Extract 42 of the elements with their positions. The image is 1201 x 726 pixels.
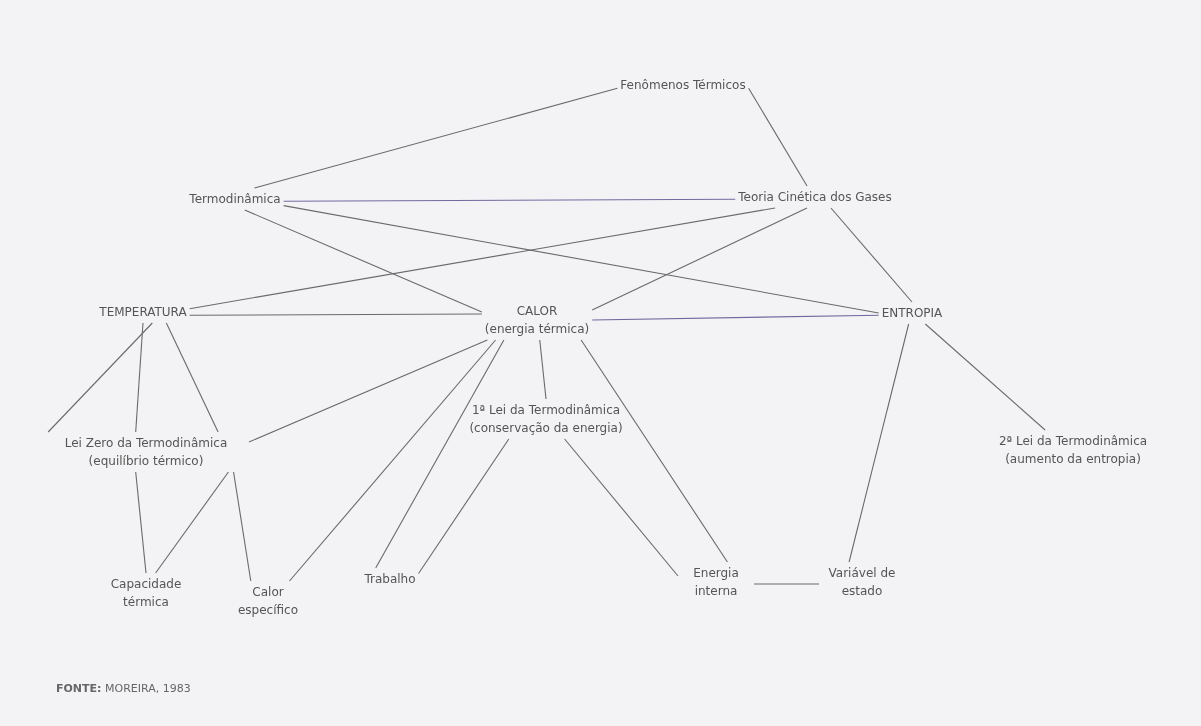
concept-label: Variável de estado: [827, 565, 897, 600]
connector-line: [47, 322, 153, 433]
connector-line: [253, 87, 618, 189]
concept-label: Capacidade térmica: [109, 576, 183, 611]
connector-line: [135, 471, 147, 574]
concept-label: Fenômenos Térmicos: [620, 77, 746, 94]
connector-line: [580, 339, 728, 563]
concept-label: Teoria Cinética dos Gases: [738, 189, 892, 206]
connector-line: [248, 339, 488, 443]
connector-line: [375, 339, 505, 569]
concept-label: Termodinâmica: [189, 191, 281, 208]
connector-line: [539, 339, 547, 400]
connector-line: [591, 207, 808, 311]
connector-line: [753, 583, 820, 585]
concept-label: TEMPERATURA: [99, 304, 187, 321]
connector-line: [283, 205, 880, 314]
source-caption: FONTE: MOREIRA, 1983: [56, 682, 191, 695]
connector-line: [924, 323, 1046, 431]
connector-line: [244, 209, 483, 313]
connector-line: [165, 322, 219, 433]
concept-label: ENTROPIA: [881, 305, 943, 322]
concept-label: 1ª Lei da Termodinâmica (conservação da energia): [468, 402, 624, 437]
concept-label: Lei Zero da Termodinâmica (equilíbrio térmico): [63, 435, 229, 470]
connector-line: [189, 207, 776, 310]
connector-line: [830, 207, 913, 303]
concept-label: 2ª Lei da Termodinâmica (aumento da entropia): [997, 433, 1149, 468]
connector-line: [283, 198, 736, 202]
connector-line: [591, 314, 880, 321]
connector-line: [564, 438, 679, 577]
connector-line: [288, 339, 497, 582]
connector-line: [189, 313, 483, 316]
connector-line: [155, 471, 229, 574]
connector-line: [135, 322, 144, 433]
concept-label: CALOR: [516, 303, 558, 320]
connector-line: [748, 87, 808, 187]
concept-label: Trabalho: [364, 571, 416, 588]
concept-label: Calor específico: [236, 584, 300, 619]
connector-line: [848, 323, 910, 563]
connector-line: [233, 471, 252, 582]
concept-label: (energia térmica): [484, 321, 590, 338]
concept-label: Energia interna: [692, 565, 740, 600]
connector-line: [418, 438, 510, 575]
